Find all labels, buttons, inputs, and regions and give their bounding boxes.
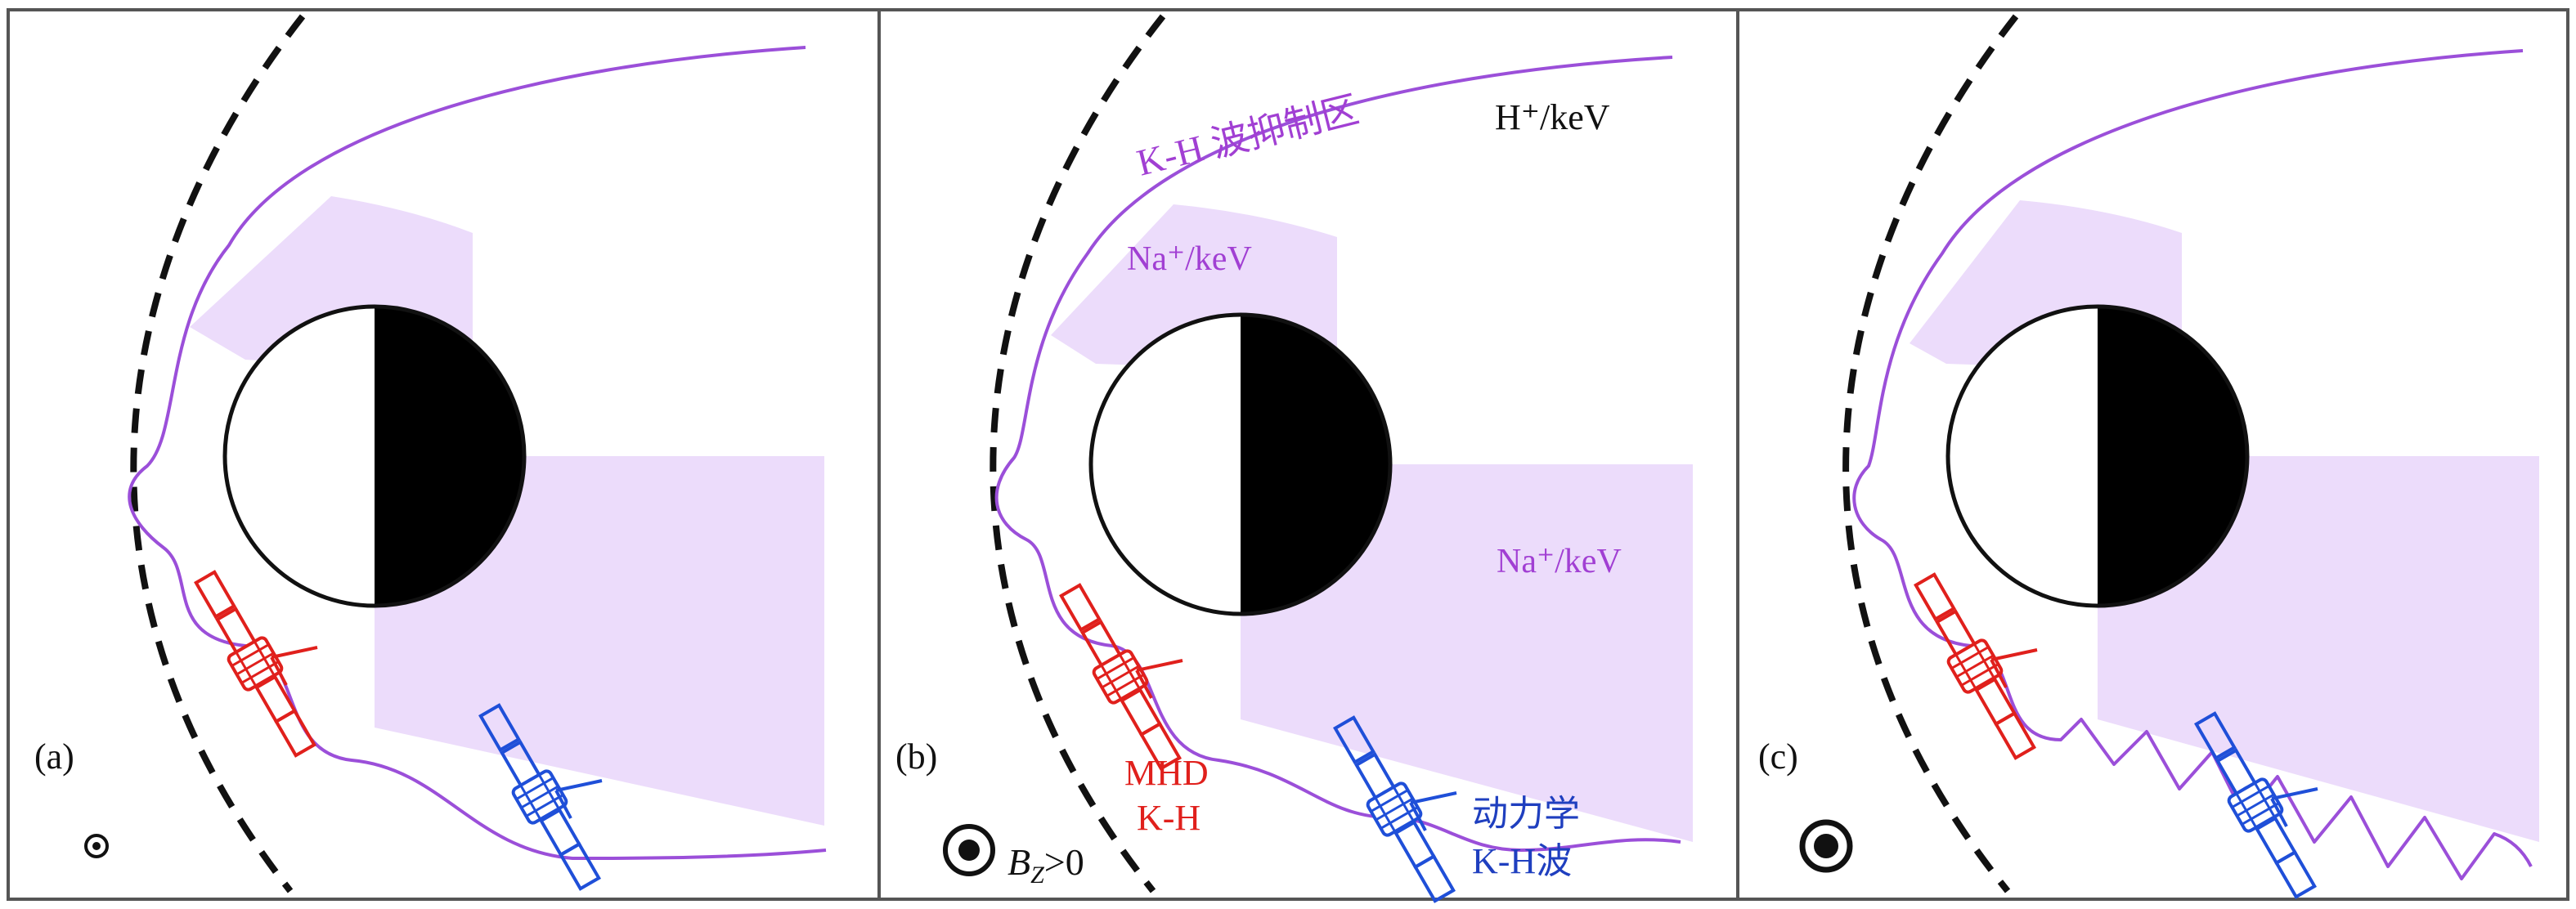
proton-energy-label: H⁺/keV [1495,97,1610,137]
bz-inequality: >0 [1044,841,1084,883]
bz-condition-label: BZ>0 [1008,841,1084,889]
satellite-icon [1050,578,1191,776]
planet-nightside [1241,315,1390,614]
planet-outline [222,304,527,608]
circle-dot-icon [84,834,109,858]
circle-dot-icon [943,824,995,876]
mhd-kh-label-line2: K-H [1137,798,1200,838]
kinetic-kh-label-line1: 动力学 [1472,794,1580,834]
sodium-energy-label-lower: Na⁺/keV [1497,543,1622,580]
sodium-energy-label-upper: Na⁺/keV [1127,240,1252,278]
bow-shock [1842,14,2019,893]
magnetopause [1852,49,2533,880]
planet-nightside [375,307,524,606]
circle-dot-icon [1799,819,1853,873]
planet-outline [1088,312,1393,616]
satellite-icon [185,565,325,763]
planet-outline [1945,304,2250,608]
mhd-kh-label-line1: MHD [1124,753,1209,793]
bow-shock [990,14,1166,893]
bz-symbol: B [1008,841,1030,883]
panel-a: (a) [34,14,827,896]
magnetopause [128,46,827,861]
satellite-icon [1905,567,2045,765]
panel-b: (b) K-H 波抑制区 H⁺/keV Na⁺/keV Na⁺/keV MHD … [895,14,1693,908]
panel-label: (b) [895,737,937,777]
magnetopause [994,56,1681,853]
panel-label: (c) [1758,737,1798,777]
panel-label: (a) [34,737,74,777]
planet-nightside [2098,307,2247,606]
bz-subscript: Z [1030,862,1044,889]
kinetic-kh-label-line2: K-H波 [1472,841,1572,881]
panel-c: (c) [1758,14,2539,904]
bow-shock [130,14,306,893]
kh-suppression-label: K-H 波抑制区 [1133,88,1362,184]
figure-frame [7,8,2569,901]
